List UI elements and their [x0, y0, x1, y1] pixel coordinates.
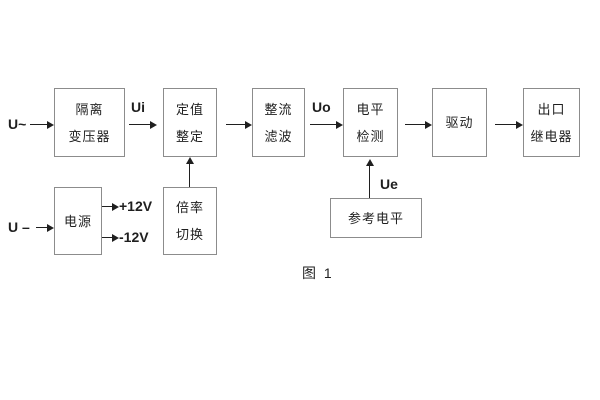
block-label: 电平	[356, 101, 385, 117]
arrow-plus-12v-output	[102, 202, 119, 211]
block-label: 电源	[63, 213, 92, 229]
label-ac-input: U~	[8, 116, 27, 132]
block-reference-level: 参考电平	[330, 198, 422, 238]
block-label: 整定	[175, 128, 204, 144]
block-label: 继电器	[530, 128, 573, 144]
block-level-detector: 电平 检测	[343, 88, 398, 157]
block-label: 整流	[264, 101, 293, 117]
block-label: 检测	[356, 128, 385, 144]
arrow-minus-12v-output	[102, 233, 119, 242]
block-label: 驱动	[445, 115, 474, 130]
arrow-driver-to-relay	[495, 120, 523, 129]
label-dc-input: U –	[8, 219, 30, 235]
block-setting-adjust: 定值 整定	[163, 88, 217, 157]
block-label: 出口	[537, 101, 566, 117]
figure-caption: 图 1	[302, 265, 334, 281]
block-driver: 驱动	[432, 88, 487, 157]
label-ue: Ue	[380, 176, 398, 192]
block-label: 定值	[175, 101, 204, 117]
block-power-supply: 电源	[54, 187, 102, 255]
block-label: 隔离	[75, 101, 104, 117]
block-label: 倍率	[175, 200, 204, 215]
arrow-ratio-switch-to-setting	[185, 157, 194, 187]
arrow-transformer-to-setting	[129, 120, 157, 129]
block-ratio-switch: 倍率 切换	[163, 187, 217, 255]
arrow-rectifier-to-detector	[310, 120, 343, 129]
block-label: 变压器	[68, 128, 111, 144]
arrow-dc-input-to-power	[36, 223, 54, 232]
label-minus-12v: -12V	[119, 229, 149, 245]
arrow-setting-to-rectifier	[226, 120, 252, 129]
block-label: 滤波	[264, 128, 293, 144]
block-output-relay: 出口 继电器	[523, 88, 580, 157]
arrow-reference-to-detector	[365, 159, 374, 198]
block-label: 切换	[175, 227, 204, 242]
label-ui: Ui	[131, 99, 145, 115]
block-isolation-transformer: 隔离 变压器	[54, 88, 125, 157]
block-rectifier-filter: 整流 滤波	[252, 88, 305, 157]
label-uo: Uo	[312, 99, 331, 115]
label-plus-12v: +12V	[119, 198, 153, 214]
arrow-detector-to-driver	[405, 120, 432, 129]
block-label: 参考电平	[347, 210, 404, 226]
arrow-ac-input-to-transformer	[30, 120, 54, 129]
